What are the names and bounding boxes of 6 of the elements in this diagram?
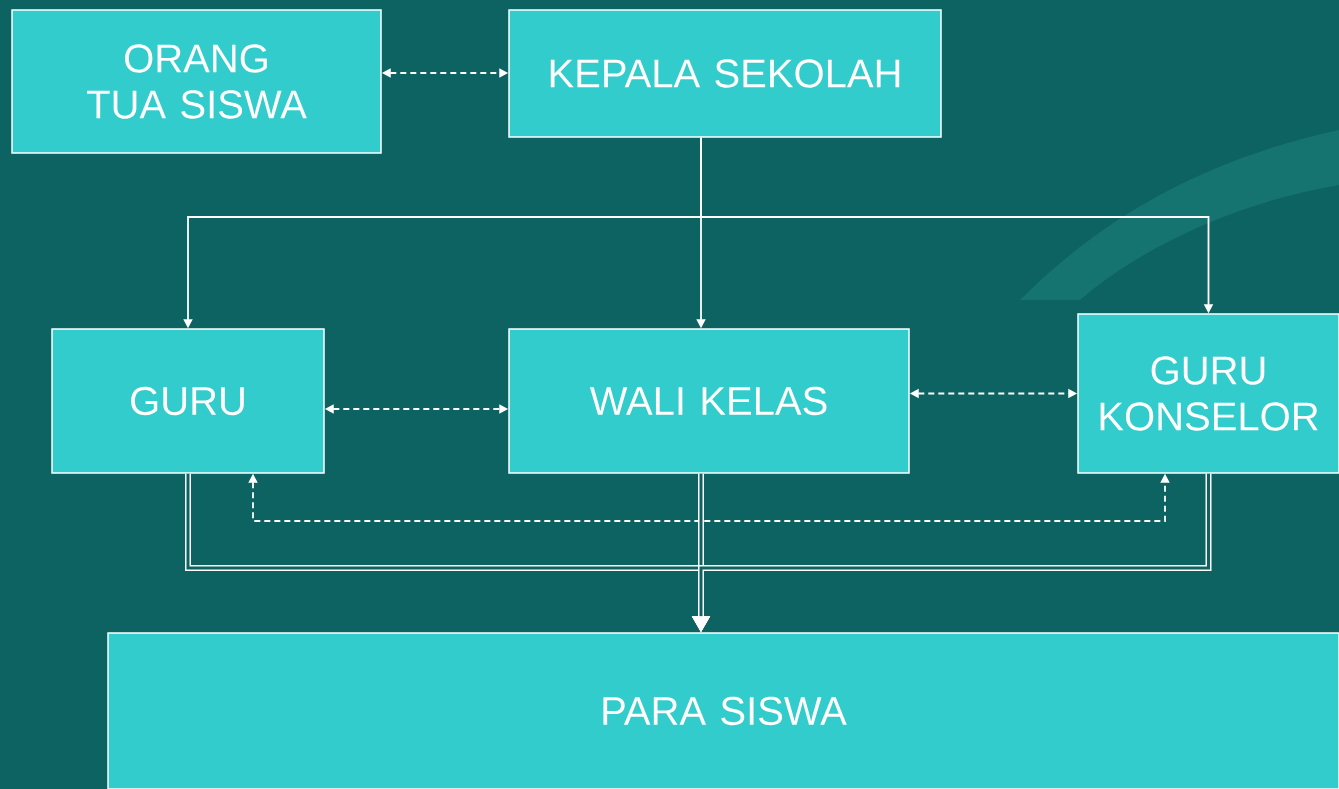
- process-box: PARA SISWA: [107, 632, 1339, 789]
- process-box: ORANG TUA SISWA: [11, 9, 382, 154]
- process-box: GURU KONSELOR: [1077, 313, 1339, 474]
- process-box: GURU: [51, 328, 325, 474]
- process-box: KEPALA SEKOLAH: [508, 9, 942, 138]
- process-box: WALI KELAS: [508, 328, 910, 474]
